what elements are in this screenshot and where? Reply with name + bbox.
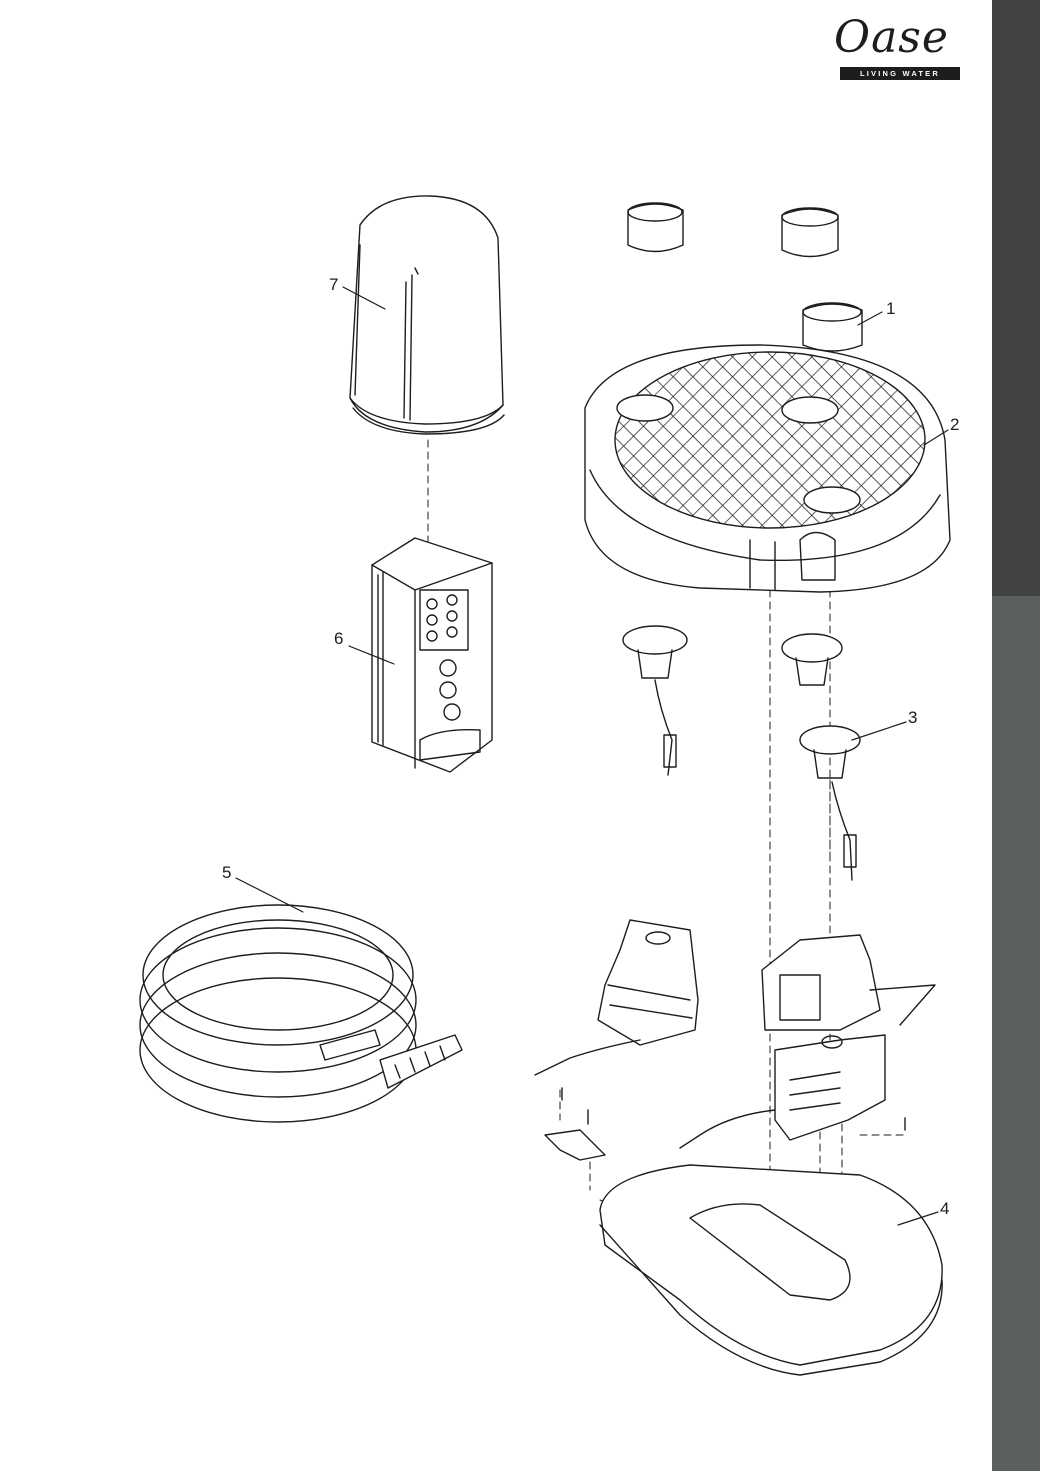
part-pumps — [534, 919, 936, 1161]
callout-7: 7 — [329, 275, 339, 294]
callout-1: 1 — [886, 299, 896, 318]
part-nozzle-rings — [627, 202, 863, 352]
callout-leader-lines — [235, 286, 949, 1226]
side-tab-light — [992, 596, 1040, 1471]
callout-5: 5 — [222, 863, 232, 882]
part-cover — [349, 195, 505, 435]
callout-2: 2 — [950, 415, 960, 434]
callout-4: 4 — [940, 1199, 950, 1218]
part-led-spots — [622, 625, 861, 881]
logo-tagline: LIVING WATER — [840, 67, 960, 80]
callout-6: 6 — [334, 629, 344, 648]
part-hose-coil — [139, 904, 463, 1123]
part-base-plate — [599, 1164, 943, 1376]
part-distribution-box — [371, 537, 493, 773]
part-lid — [584, 344, 951, 593]
callout-3: 3 — [908, 708, 918, 727]
oase-logo: Oase LIVING WATER — [830, 12, 970, 84]
side-tab-dark — [992, 0, 1040, 596]
logo-wordmark: Oase — [834, 12, 949, 63]
exploded-parts-drawing — [139, 195, 951, 1376]
